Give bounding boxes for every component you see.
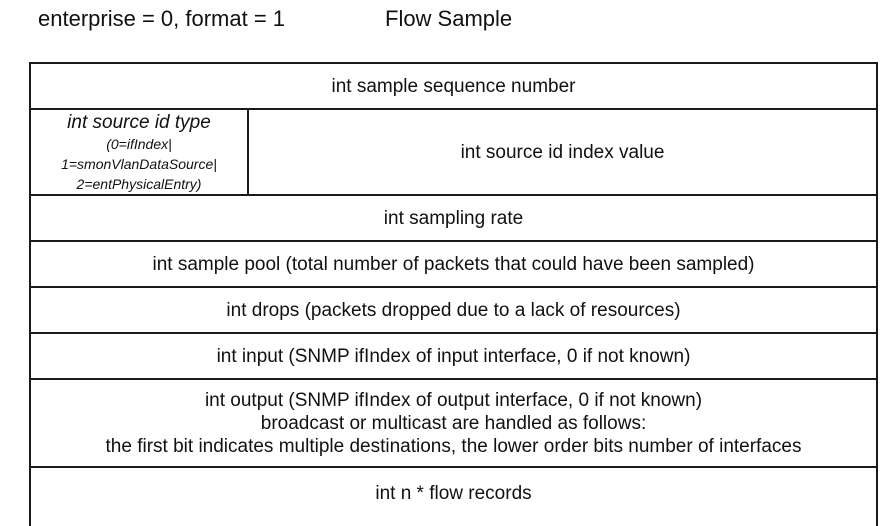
field-sample-pool: int sample pool (total number of packets…: [29, 240, 878, 288]
field-source-id-index: int source id index value: [249, 110, 876, 194]
diagram-header: enterprise = 0, format = 1 Flow Sample: [0, 6, 881, 36]
source-id-type-option-2: 2=entPhysicalEntry): [76, 175, 202, 192]
field-sequence-number-label: int sample sequence number: [331, 75, 576, 97]
field-input-label: int input (SNMP ifIndex of input interfa…: [216, 345, 691, 367]
field-output-line-1: int output (SNMP ifIndex of output inter…: [204, 389, 703, 411]
source-id-type-option-1: 1=smonVlanDataSource|: [61, 155, 217, 172]
flow-sample-structure: int sample sequence number int source id…: [29, 62, 878, 526]
field-sequence-number: int sample sequence number: [29, 62, 878, 110]
diagram-title: Flow Sample: [385, 6, 513, 31]
field-drops: int drops (packets dropped due to a lack…: [29, 286, 878, 334]
format-params: enterprise = 0, format = 1: [38, 6, 286, 31]
field-output-line-3: the first bit indicates multiple destina…: [105, 435, 802, 457]
source-id-type-option-0: (0=ifIndex|: [106, 135, 172, 152]
field-source-id-row: int source id type (0=ifIndex| 1=smonVla…: [29, 108, 878, 196]
field-output-line-2: broadcast or multicast are handled as fo…: [260, 412, 647, 434]
field-sampling-rate-label: int sampling rate: [383, 207, 524, 229]
field-output: int output (SNMP ifIndex of output inter…: [29, 378, 878, 468]
field-flow-records-label: int n * flow records: [375, 483, 532, 504]
source-id-type-label: int source id type: [67, 111, 211, 133]
field-input: int input (SNMP ifIndex of input interfa…: [29, 332, 878, 380]
field-drops-label: int drops (packets dropped due to a lack…: [226, 299, 681, 321]
source-id-index-label: int source id index value: [460, 141, 665, 163]
field-sampling-rate: int sampling rate: [29, 194, 878, 242]
field-source-id-type: int source id type (0=ifIndex| 1=smonVla…: [31, 110, 249, 194]
field-flow-records: int n * flow records: [29, 466, 878, 526]
field-sample-pool-label: int sample pool (total number of packets…: [152, 253, 755, 275]
